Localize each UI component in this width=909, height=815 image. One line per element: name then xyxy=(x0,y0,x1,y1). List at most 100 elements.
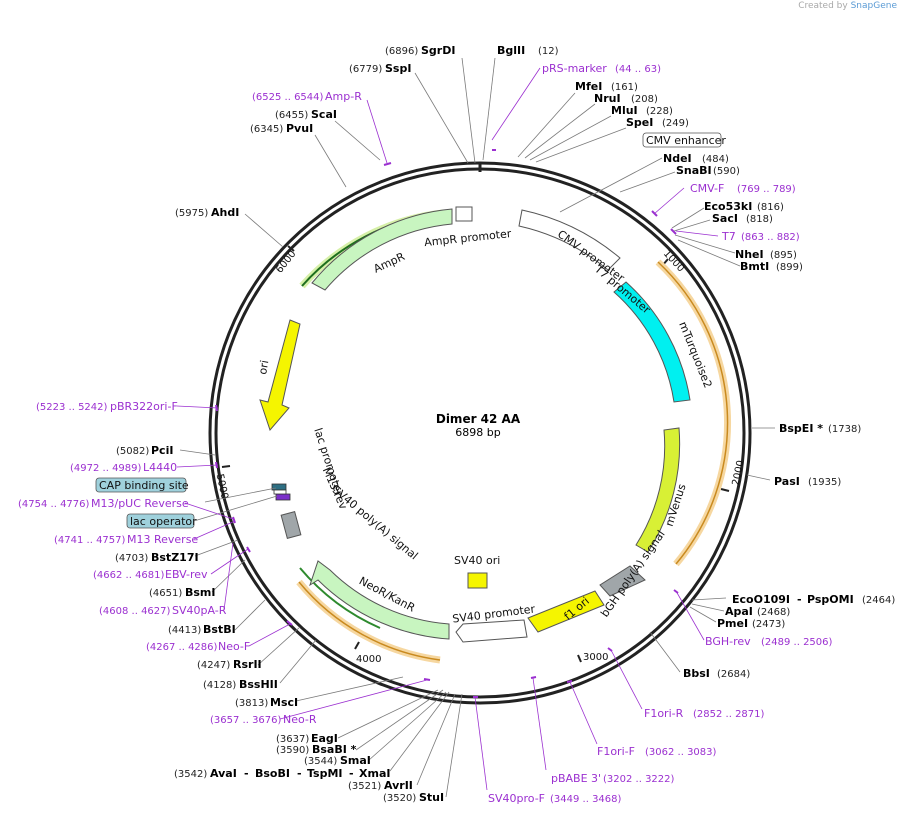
enzyme-pos-nhei: (895) xyxy=(770,250,797,261)
tick-label-2000: 2000 xyxy=(731,459,747,486)
enzyme-name-bbsi: BbsI xyxy=(683,667,710,680)
enzyme-name-pspomi: PspOMI xyxy=(807,593,854,606)
primer-name-f1ori-f: F1ori-F xyxy=(597,745,635,758)
enzyme-sep-xmai: - xyxy=(349,767,354,780)
enzyme-pos-eco53ki: (816) xyxy=(757,202,784,213)
enzyme-pos-bstz17i: (4703) xyxy=(115,553,148,564)
enzyme-name-rsrii: RsrII xyxy=(233,658,262,671)
enzyme-name-eco53ki: Eco53kI xyxy=(704,200,752,213)
orf-line-neo xyxy=(298,581,441,661)
primer-name-sv40pro-f: SV40pro-F xyxy=(488,792,545,805)
primer-pos-t7: (863 .. 882) xyxy=(741,232,800,243)
primer-pos-prs-marker: (44 .. 63) xyxy=(615,64,661,75)
enzyme-name-bmti: BmtI xyxy=(740,260,769,273)
plasmid-name: Dimer 42 AA xyxy=(436,412,521,426)
enzyme-name-msci: MscI xyxy=(270,696,298,709)
enzyme-pos-bglii: (12) xyxy=(538,46,559,57)
lac-promoter-feature xyxy=(273,489,287,495)
primer-pos-f1ori-r: (2852 .. 2871) xyxy=(693,709,765,720)
primer-pos-cmv-f: (769 .. 789) xyxy=(737,184,796,195)
primer-name-pbabe: pBABE 3' xyxy=(551,772,601,785)
enzyme-name-eagi: EagI xyxy=(311,732,338,745)
tick-label-3000: 3000 xyxy=(583,652,608,663)
enzyme-name-bsabi: BsaBI * xyxy=(312,743,357,756)
primer-name-ebv-rev: EBV-rev xyxy=(165,568,208,581)
enzyme-name-xmai: XmaI xyxy=(359,767,390,780)
watermark-prefix: Created by xyxy=(798,1,848,11)
primer-marks xyxy=(215,149,679,698)
enzyme-pos-pcii: (5082) xyxy=(116,446,149,457)
enzyme-pos-avai: (3542) xyxy=(174,769,207,780)
enzyme-name-ndei: NdeI xyxy=(663,152,692,165)
enzyme-name-scai: ScaI xyxy=(311,108,337,121)
cmv-enhancer-label: CMV enhancer xyxy=(646,134,726,147)
enzyme-pos-apai: (2468) xyxy=(757,607,790,618)
primer-pos-pbabe: (3202 .. 3222) xyxy=(603,774,675,785)
enzyme-name-ahdi: AhdI xyxy=(211,206,239,219)
primer-pos-m13-reverse: (4741 .. 4757) xyxy=(54,535,126,546)
lac-operator-box: lac operator xyxy=(126,513,197,529)
enzyme-name-spei: SpeI xyxy=(626,116,653,129)
enzyme-pos-msci: (3813) xyxy=(235,698,268,709)
sv40-ori-label: SV40 ori xyxy=(454,554,500,567)
cap-binding-feature xyxy=(271,483,287,491)
primer-pos-neo-r: (3657 .. 3676) xyxy=(210,715,282,726)
enzyme-pos-scai: (6455) xyxy=(275,110,308,121)
enzyme-pos-pvui: (6345) xyxy=(250,124,283,135)
enzyme-pos-nrui: (208) xyxy=(631,94,658,105)
enzyme-pos-saci: (818) xyxy=(746,214,773,225)
enzyme-pos-stui: (3520) xyxy=(383,793,416,804)
primer-pos-f1ori-f: (3062 .. 3083) xyxy=(645,747,717,758)
enzyme-pos-ahdi: (5975) xyxy=(175,208,208,219)
enzyme-pos-bstbi: (4413) xyxy=(168,625,201,636)
tick-label-5000: 5000 xyxy=(214,473,230,500)
m13-rev-feature xyxy=(275,493,291,501)
enzyme-pos-bmti: (899) xyxy=(776,262,803,273)
enzyme-labels: (6896) SgrDI BglII (12) (6779) SspI MfeI… xyxy=(115,44,895,804)
enzyme-name-bstbi: BstBI xyxy=(203,623,236,636)
enzyme-pos-rsrii: (4247) xyxy=(197,660,230,671)
enzyme-name-bsobi: BsoBI xyxy=(255,767,290,780)
bgh-polya-label: bGH poly(A) signal xyxy=(598,528,668,620)
f1-ori-feature xyxy=(527,590,605,633)
primer-name-l4440: L4440 xyxy=(143,461,177,474)
enzyme-name-pcii: PciI xyxy=(151,444,173,457)
enzyme-name-mfei: MfeI xyxy=(575,80,602,93)
primer-name-sv40pa-r: SV40pA-R xyxy=(172,604,227,617)
primer-name-amp-r: Amp-R xyxy=(325,90,362,103)
sv40-polya-feature xyxy=(280,510,302,540)
enzyme-pos-ndei: (484) xyxy=(702,154,729,165)
snapgene-logo: SnapGene xyxy=(850,1,897,11)
lac-operator-label: lac operator xyxy=(130,515,197,528)
mturquoise2-feature xyxy=(613,281,691,403)
enzyme-name-tspmi: TspMI xyxy=(307,767,343,780)
enzyme-pos-avrii: (3521) xyxy=(348,781,381,792)
enzyme-name-nhei: NheI xyxy=(735,248,764,261)
ampr-label: AmpR xyxy=(372,250,408,276)
cap-binding-box: CAP binding site xyxy=(95,477,189,493)
primer-pos-neo-f: (4267 .. 4286) xyxy=(146,642,218,653)
enzyme-pos-mfei: (161) xyxy=(611,82,638,93)
watermark: Created by SnapGene xyxy=(798,1,897,11)
orf-line-neo-inner xyxy=(299,567,381,629)
cmv-promoter-feature xyxy=(518,209,621,271)
primer-pos-m13-puc: (4754 .. 4776) xyxy=(18,499,90,510)
enzyme-pos-bsmi: (4651) xyxy=(149,588,182,599)
sv40-ori-feature xyxy=(467,572,488,589)
primer-name-neo-r: Neo-R xyxy=(283,713,317,726)
ampr-promoter-feature xyxy=(455,206,473,222)
primer-name-m13-reverse: M13 Reverse xyxy=(127,533,198,546)
enzyme-name-bglii: BglII xyxy=(497,44,525,57)
primer-leaders xyxy=(176,67,719,791)
enzyme-sep-bsobi: - xyxy=(244,767,249,780)
enzyme-pos-snabi: (590) xyxy=(713,166,740,177)
primer-name-prs-marker: pRS-marker xyxy=(542,62,607,75)
enzyme-name-bspei: BspEI * xyxy=(779,422,823,435)
enzyme-name-sspi: SspI xyxy=(385,62,411,75)
primer-labels: pRS-marker (44 .. 63) (6525 .. 6544) Amp… xyxy=(18,62,833,805)
enzyme-name-snabi: SnaBI xyxy=(676,164,712,177)
sv40-promoter-feature xyxy=(455,619,528,643)
enzyme-sep-pspomi: - xyxy=(797,593,802,606)
primer-pos-sv40pa-r: (4608 .. 4627) xyxy=(99,606,171,617)
